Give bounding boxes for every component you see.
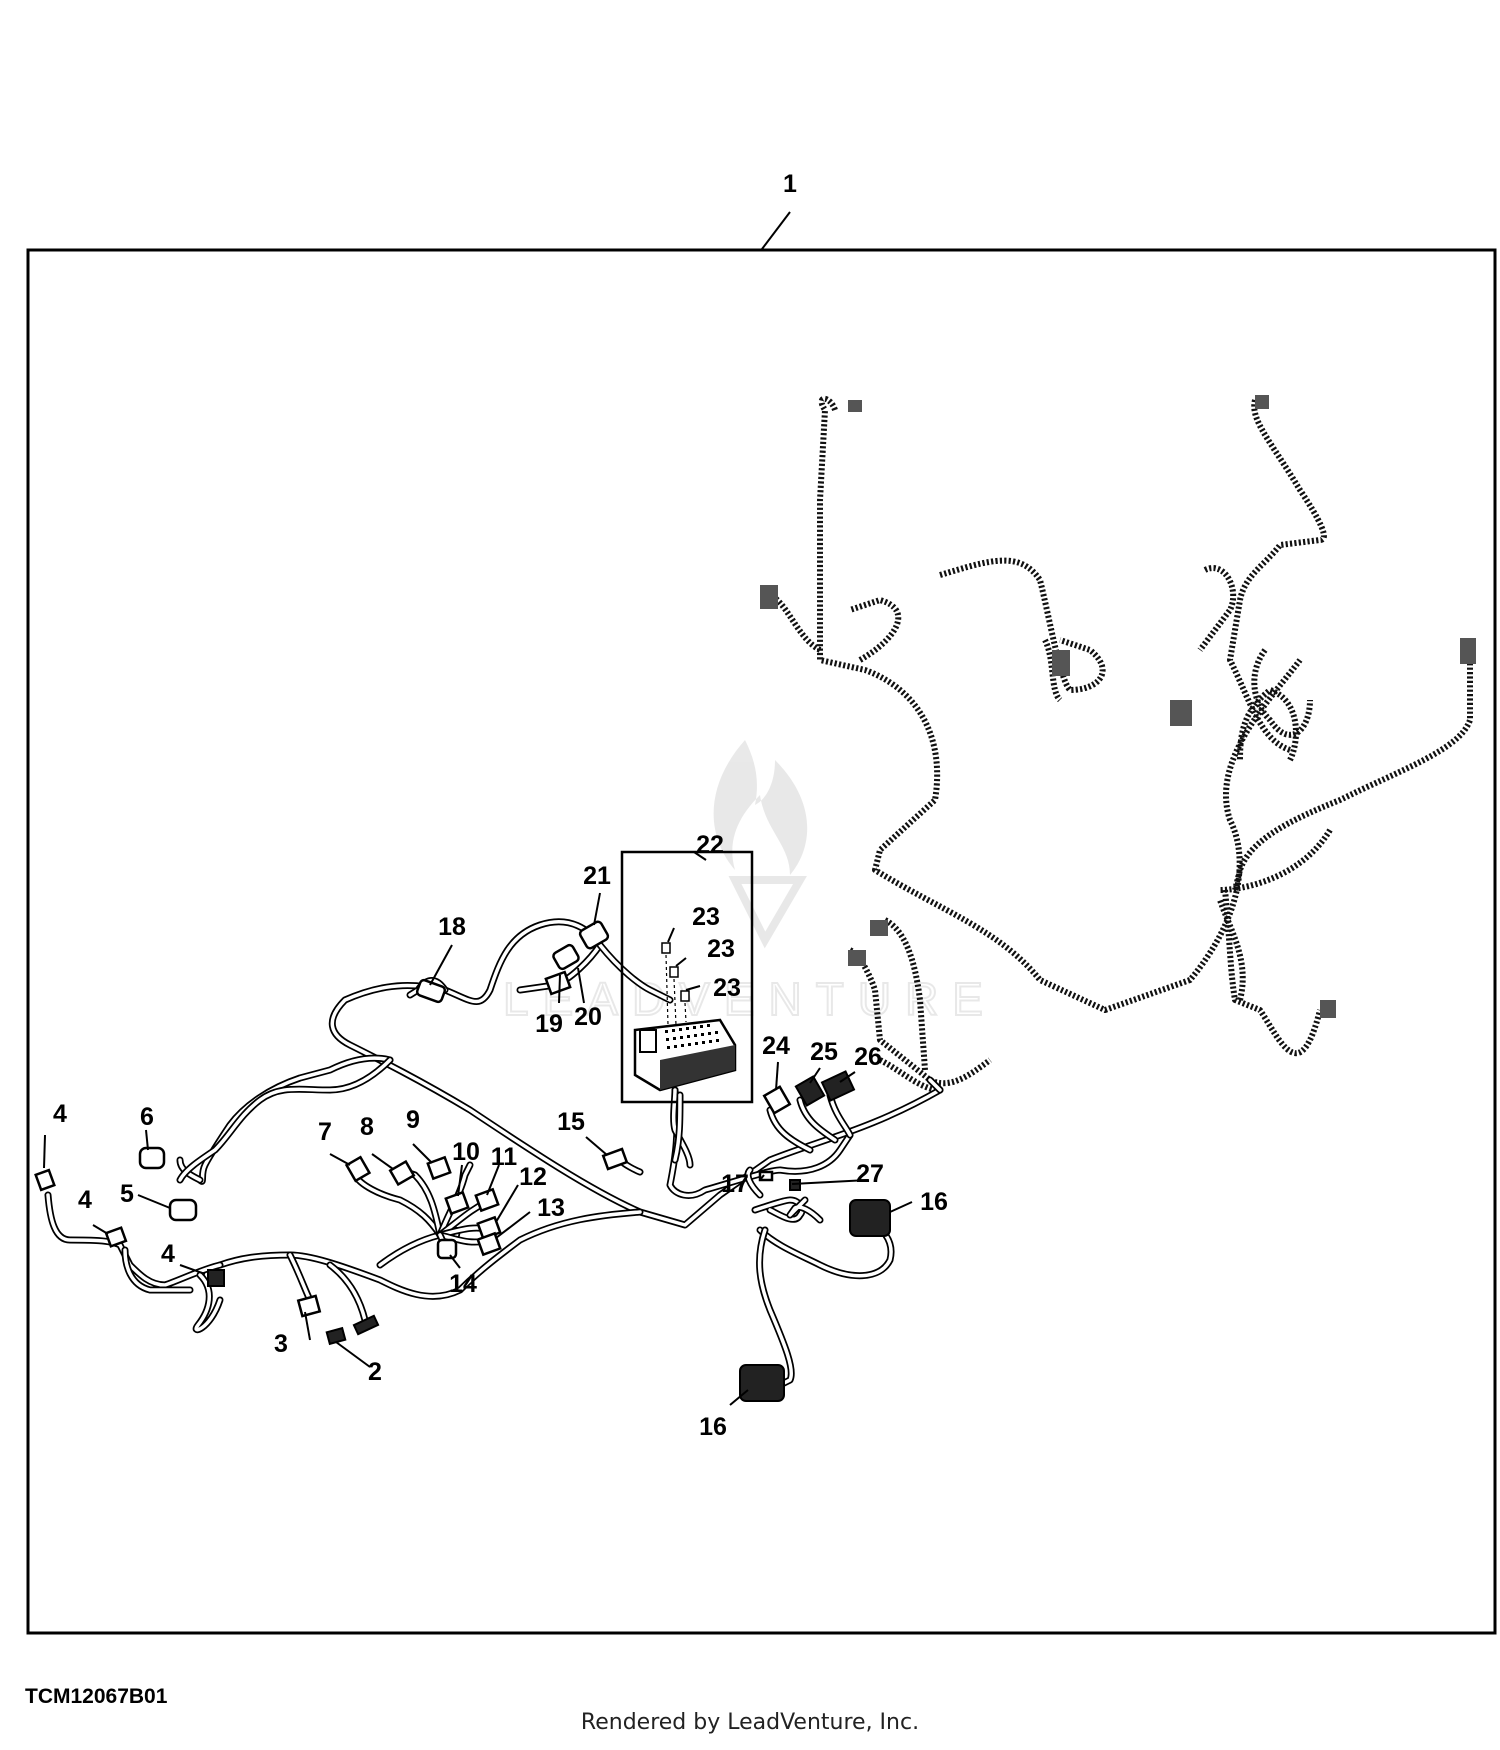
- flame-logo-watermark-icon: [713, 740, 808, 875]
- callout-8: 8: [360, 1113, 374, 1141]
- figure-id: TCM12067B01: [25, 1685, 168, 1708]
- connector-icon: [444, 1190, 470, 1216]
- callout-23-b: 23: [707, 935, 735, 963]
- connector-icon: [474, 1187, 500, 1213]
- flame-logo-watermark-icon: [728, 876, 807, 949]
- connector-icon: [1255, 395, 1269, 409]
- callout-4-b: 4: [78, 1186, 92, 1214]
- connector-icon: [794, 1075, 826, 1107]
- callout-25: 25: [810, 1038, 838, 1066]
- connector-icon: [1052, 650, 1070, 676]
- callout-26: 26: [854, 1043, 882, 1071]
- callout-11: 11: [491, 1143, 518, 1171]
- callout-23-a: 23: [692, 903, 720, 931]
- callout-4-a: 4: [53, 1100, 67, 1128]
- fuse-relay-box-icon: [660, 1045, 735, 1090]
- callout-7: 7: [318, 1118, 332, 1146]
- connector-icon: [758, 1170, 774, 1182]
- callout-15: 15: [557, 1108, 585, 1136]
- connector-icon: [601, 1147, 629, 1171]
- fuse-relay-box: [620, 850, 754, 1164]
- connector-icon: [870, 920, 888, 936]
- fuse-box-inset-frame: [620, 850, 754, 1104]
- diagram-frame: [26, 248, 1497, 1635]
- callout-23-c: 23: [713, 974, 741, 1002]
- callout-19: 19: [535, 1010, 563, 1038]
- callout-17: 17: [721, 1170, 749, 1198]
- callout-labels: 1 2 3 4 4 4 5 6 7 8 9 10 11 12 13 14 15 …: [53, 170, 948, 1441]
- connector-icon: [544, 970, 572, 996]
- render-credit: Rendered by LeadVenture, Inc.: [580, 1710, 920, 1735]
- connector-icon: [476, 1231, 502, 1257]
- callout-27: 27: [856, 1160, 884, 1188]
- connector-icon: [352, 1314, 380, 1336]
- connector-icon: [1170, 700, 1192, 726]
- watermark: LEADVENTURE: [502, 740, 984, 1026]
- fuse-icon: [661, 942, 671, 954]
- connector-icon: [104, 1226, 128, 1248]
- callout-1: 1: [783, 170, 797, 198]
- connector-icon: [1320, 1000, 1336, 1018]
- callout-3: 3: [274, 1330, 288, 1358]
- callout-12: 12: [519, 1163, 547, 1191]
- callout-24: 24: [762, 1032, 790, 1060]
- connector-icon: [739, 1364, 785, 1402]
- connector-icon: [1460, 638, 1476, 664]
- connector-icon: [344, 1155, 372, 1183]
- connector-icon: [388, 1159, 416, 1187]
- connector-icon: [138, 1146, 166, 1170]
- fuse-slot-grid: [665, 1024, 719, 1049]
- callout-21: 21: [583, 862, 611, 890]
- callout-4-c: 4: [161, 1240, 175, 1268]
- connector-icon: [325, 1326, 347, 1346]
- connector-icon: [848, 950, 866, 966]
- relay-icon: [639, 1029, 657, 1053]
- callout-14: 14: [449, 1270, 477, 1298]
- callout-16-a: 16: [920, 1188, 948, 1216]
- connector-icon: [415, 978, 447, 1004]
- connector-icon: [552, 943, 580, 971]
- connector-icon: [207, 1269, 225, 1287]
- connector-icon: [849, 1199, 891, 1237]
- callout-16-b: 16: [699, 1413, 727, 1441]
- phantom-connectors: [760, 395, 1476, 1018]
- connector-icon: [34, 1168, 56, 1192]
- leader-lines: [43, 211, 913, 1406]
- connector-icon: [296, 1294, 322, 1318]
- connector-icon: [426, 1155, 452, 1181]
- fuse-icon: [680, 990, 690, 1002]
- callout-13: 13: [537, 1194, 565, 1222]
- callout-10: 10: [452, 1138, 480, 1166]
- fuse-icon: [669, 966, 679, 978]
- connector-icon: [762, 1085, 792, 1115]
- connector-icon: [578, 920, 610, 950]
- callout-9: 9: [406, 1106, 420, 1134]
- callout-5: 5: [120, 1180, 134, 1208]
- callout-22: 22: [696, 831, 724, 859]
- callout-2: 2: [368, 1358, 382, 1386]
- connector-icon: [848, 400, 862, 412]
- connector-icon: [168, 1198, 198, 1222]
- connector-icon: [760, 585, 778, 609]
- connector-icon: [789, 1179, 801, 1191]
- connector-icon: [436, 1238, 458, 1260]
- callout-6: 6: [140, 1103, 154, 1131]
- fuse-insertion-line: [665, 954, 687, 1026]
- callout-20: 20: [574, 1003, 602, 1031]
- callout-18: 18: [438, 913, 466, 941]
